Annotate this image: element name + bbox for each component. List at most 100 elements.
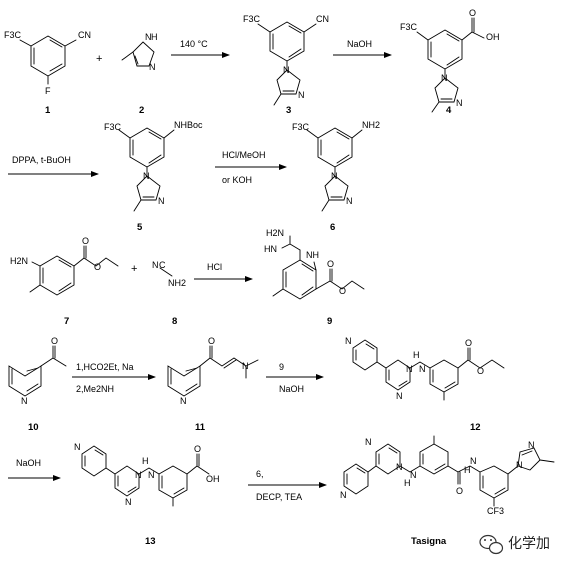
label-nh2: NH2	[362, 120, 380, 130]
label-nhboc: NHBoc	[174, 120, 203, 130]
compound-number: 1	[45, 105, 51, 116]
plus-sign: +	[96, 53, 102, 65]
label-h: H	[413, 350, 420, 360]
wechat-icon	[479, 534, 504, 555]
label-n: N	[74, 442, 81, 452]
label-f3c: F3C	[4, 30, 22, 40]
compound-8: N C NH2 8	[152, 260, 186, 327]
label-h: H	[404, 478, 411, 488]
label-oh: OH	[206, 474, 220, 484]
label-n: N	[528, 440, 535, 450]
label-o: O	[327, 259, 334, 269]
condition-text: DPPA, t-BuOH	[12, 155, 71, 165]
label-n: N	[340, 490, 347, 500]
compound-number: 9	[327, 316, 332, 327]
compound-5: F3C NHBoc N N 5	[104, 120, 203, 233]
compound-3: F3C CN N N 3	[243, 14, 329, 116]
label-cn: CN	[78, 30, 91, 40]
label-o: O	[208, 336, 215, 346]
label-n: N	[149, 62, 156, 72]
label-f: F	[45, 86, 51, 96]
compound-number: 5	[137, 222, 143, 233]
compound-1: F3C CN F 1	[4, 30, 91, 116]
label-h2n: H2N	[10, 256, 28, 266]
label-n: N	[470, 456, 477, 466]
compound-11: O N N 11	[167, 336, 259, 433]
label-hn: HN	[264, 244, 277, 254]
label-o: O	[465, 338, 472, 348]
label-f3c: F3C	[400, 22, 418, 32]
label-o: O	[194, 444, 201, 454]
compound-9: H2N HN NH O O 9	[264, 228, 365, 327]
label-h: H	[464, 465, 471, 475]
label-n: N	[516, 460, 523, 470]
label-h2n: H2N	[266, 228, 284, 238]
label-f3c: F3C	[104, 122, 122, 132]
label-cf3: CF3	[487, 506, 504, 516]
label-nh: NH	[306, 250, 319, 260]
compound-4: F3C OH O N N 4	[400, 8, 500, 116]
condition-text: NaOH	[16, 458, 41, 468]
label-oh: OH	[486, 32, 500, 42]
label-c: C	[159, 260, 166, 270]
plus-sign: +	[131, 263, 137, 275]
label-n: N	[331, 171, 338, 181]
watermark-text: 化学加	[508, 535, 550, 551]
compound-7: H2N O O 7	[10, 236, 119, 327]
label-n: N	[283, 65, 290, 75]
label-n: N	[419, 364, 426, 374]
label-n: N	[148, 470, 155, 480]
condition-text: 140 °C	[180, 39, 208, 49]
label-n: N	[345, 336, 352, 346]
compound-number: 2	[139, 105, 144, 116]
label-f3c: F3C	[243, 14, 261, 24]
compound-number: 4	[446, 105, 452, 116]
label-n: N	[143, 171, 150, 181]
label-n: N	[152, 260, 159, 270]
label-n: N	[145, 32, 152, 42]
condition-text: or KOH	[222, 175, 252, 185]
label-o: O	[51, 336, 58, 346]
compound-number: 3	[286, 105, 291, 116]
label-n: N	[406, 364, 413, 374]
compound-number: 10	[28, 422, 39, 433]
condition-text: NaOH	[279, 384, 304, 394]
label-o: O	[82, 236, 89, 246]
label-n: N	[298, 90, 305, 100]
condition-text: 9	[279, 362, 284, 372]
label-n: N	[410, 470, 417, 480]
compound-number: 7	[64, 316, 69, 327]
compound-number: 6	[330, 222, 335, 233]
label-o: O	[456, 486, 463, 496]
compound-number: 13	[145, 536, 156, 547]
compound-6: F3C NH2 N N 6	[292, 120, 380, 233]
compound-2: N H N 2	[121, 32, 158, 116]
label-cn: CN	[316, 14, 329, 24]
condition-text: NaOH	[347, 39, 372, 49]
compound-number: 11	[195, 422, 206, 433]
label-nh2: NH2	[168, 278, 186, 288]
compound-12: N N N H N O O 12	[345, 336, 505, 433]
watermark: 化学加	[479, 534, 550, 555]
label-n: N	[21, 396, 28, 406]
condition-text: DECP, TEA	[256, 492, 302, 502]
label-n: N	[158, 196, 165, 206]
compound-13: N N N H N O OH 13	[74, 442, 220, 547]
compound-tasigna: N N N H N O N H N N CF3 Tasigna	[340, 435, 555, 547]
label-n: N	[125, 497, 132, 507]
label-o: O	[469, 8, 476, 18]
condition-text: 6,	[256, 469, 264, 479]
label-n: N	[396, 462, 403, 472]
compound-number: 8	[172, 316, 177, 327]
label-n: N	[180, 396, 187, 406]
compound-number: Tasigna	[411, 536, 447, 547]
label-n: N	[456, 98, 463, 108]
condition-text: HCl	[207, 262, 222, 272]
condition-text: 2,Me2NH	[76, 384, 114, 394]
condition-text: HCl/MeOH	[222, 150, 266, 160]
label-n: N	[346, 196, 353, 206]
condition-text: 1,HCO2Et, Na	[76, 362, 134, 372]
label-o: O	[94, 262, 101, 272]
label-n: N	[396, 391, 403, 401]
